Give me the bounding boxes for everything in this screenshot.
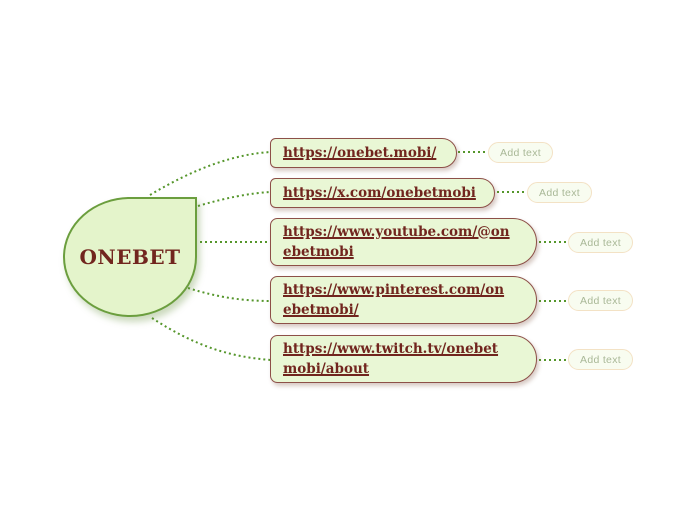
topic-node-onebet-mobi[interactable]: https://onebet.mobi/ [270,138,457,168]
central-topic-onebet[interactable]: ONEBET [63,197,197,317]
connector-central-to-node-2 [197,191,272,207]
topic-link[interactable]: https://www.twitch.tv/onebetmobi/about [283,341,499,377]
topic-link[interactable]: https://onebet.mobi/ [283,145,437,161]
topic-node-pinterest[interactable]: https://www.pinterest.com/onebetmobi/ [270,276,537,324]
add-text-button-1[interactable]: Add text [488,142,553,163]
add-text-button-2[interactable]: Add text [527,182,592,203]
topic-node-youtube[interactable]: https://www.youtube.com/@onebetmobi [270,218,537,266]
central-topic-label: ONEBET [79,245,181,269]
topic-node-x-com[interactable]: https://x.com/onebetmobi [270,178,495,208]
add-text-button-3[interactable]: Add text [568,232,633,253]
connector-central-to-node-1 [149,151,272,196]
topic-node-twitch[interactable]: https://www.twitch.tv/onebetmobi/about [270,335,537,383]
topic-link[interactable]: https://www.pinterest.com/onebetmobi/ [283,282,505,318]
connector-central-to-node-5 [151,317,272,361]
add-text-button-4[interactable]: Add text [568,290,633,311]
connector-central-to-node-4 [187,287,272,302]
topic-link[interactable]: https://www.youtube.com/@onebetmobi [283,224,510,260]
add-text-button-5[interactable]: Add text [568,349,633,370]
topic-link[interactable]: https://x.com/onebetmobi [283,185,476,201]
